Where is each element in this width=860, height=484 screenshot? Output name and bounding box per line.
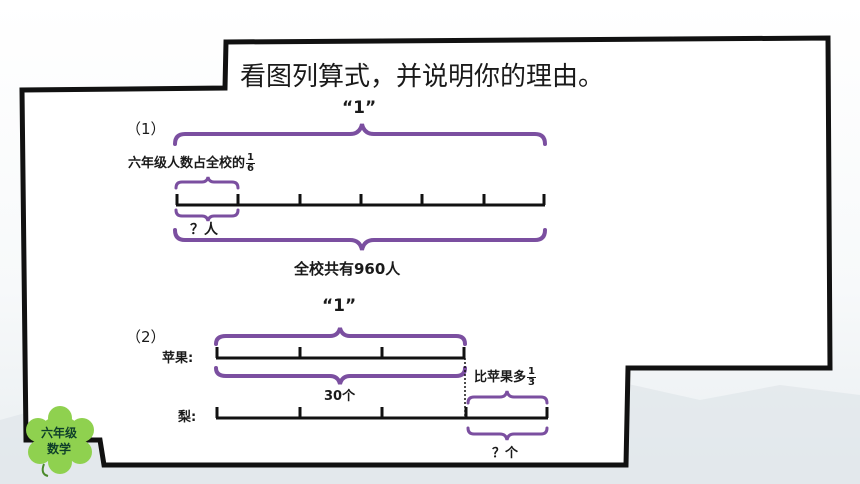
total-brace-1 [173, 228, 547, 251]
apple-label: 苹果: [162, 351, 194, 366]
page-title: 看图列算式，并说明你的理由。 [240, 62, 605, 92]
grade-badge: 六年级 数学 [30, 425, 88, 457]
extra-brace-top [466, 390, 549, 405]
fraction-numerator: 1 [246, 152, 255, 164]
badge-line-1: 六年级 [40, 426, 77, 440]
pear-ticks [215, 407, 549, 418]
extra-brace-bottom [466, 426, 549, 441]
part-brace-bottom [174, 208, 240, 222]
question-label-1: ？人 [190, 222, 218, 238]
grade-badge-icon [26, 406, 94, 477]
whole-brace-2 [214, 327, 467, 346]
problem-1-number: （1） [126, 120, 166, 138]
problem-2-number: （2） [126, 328, 166, 346]
question-label-2: ？个 [492, 446, 519, 461]
whole-brace-1 [173, 123, 547, 146]
whole-marker-1: “1” [342, 98, 377, 118]
fraction-denominator: 6 [247, 163, 254, 174]
part-label-text: 六年级人数占全校的 [128, 156, 246, 171]
badge-line-2: 数学 [46, 442, 71, 456]
fraction-denominator: 3 [528, 377, 535, 388]
segment-ticks-1 [175, 194, 546, 205]
total-label-1: 全校共有960人 [294, 260, 401, 278]
pear-label: 梨: [178, 410, 197, 425]
compare-text: 比苹果多 [474, 370, 527, 385]
apple-count-label: 30个 [324, 389, 356, 404]
apple-ticks [215, 347, 466, 358]
part-brace-top [174, 176, 240, 190]
apple-count-brace [214, 366, 467, 385]
whole-marker-2: “1” [322, 296, 357, 316]
fraction-numerator: 1 [527, 366, 536, 378]
